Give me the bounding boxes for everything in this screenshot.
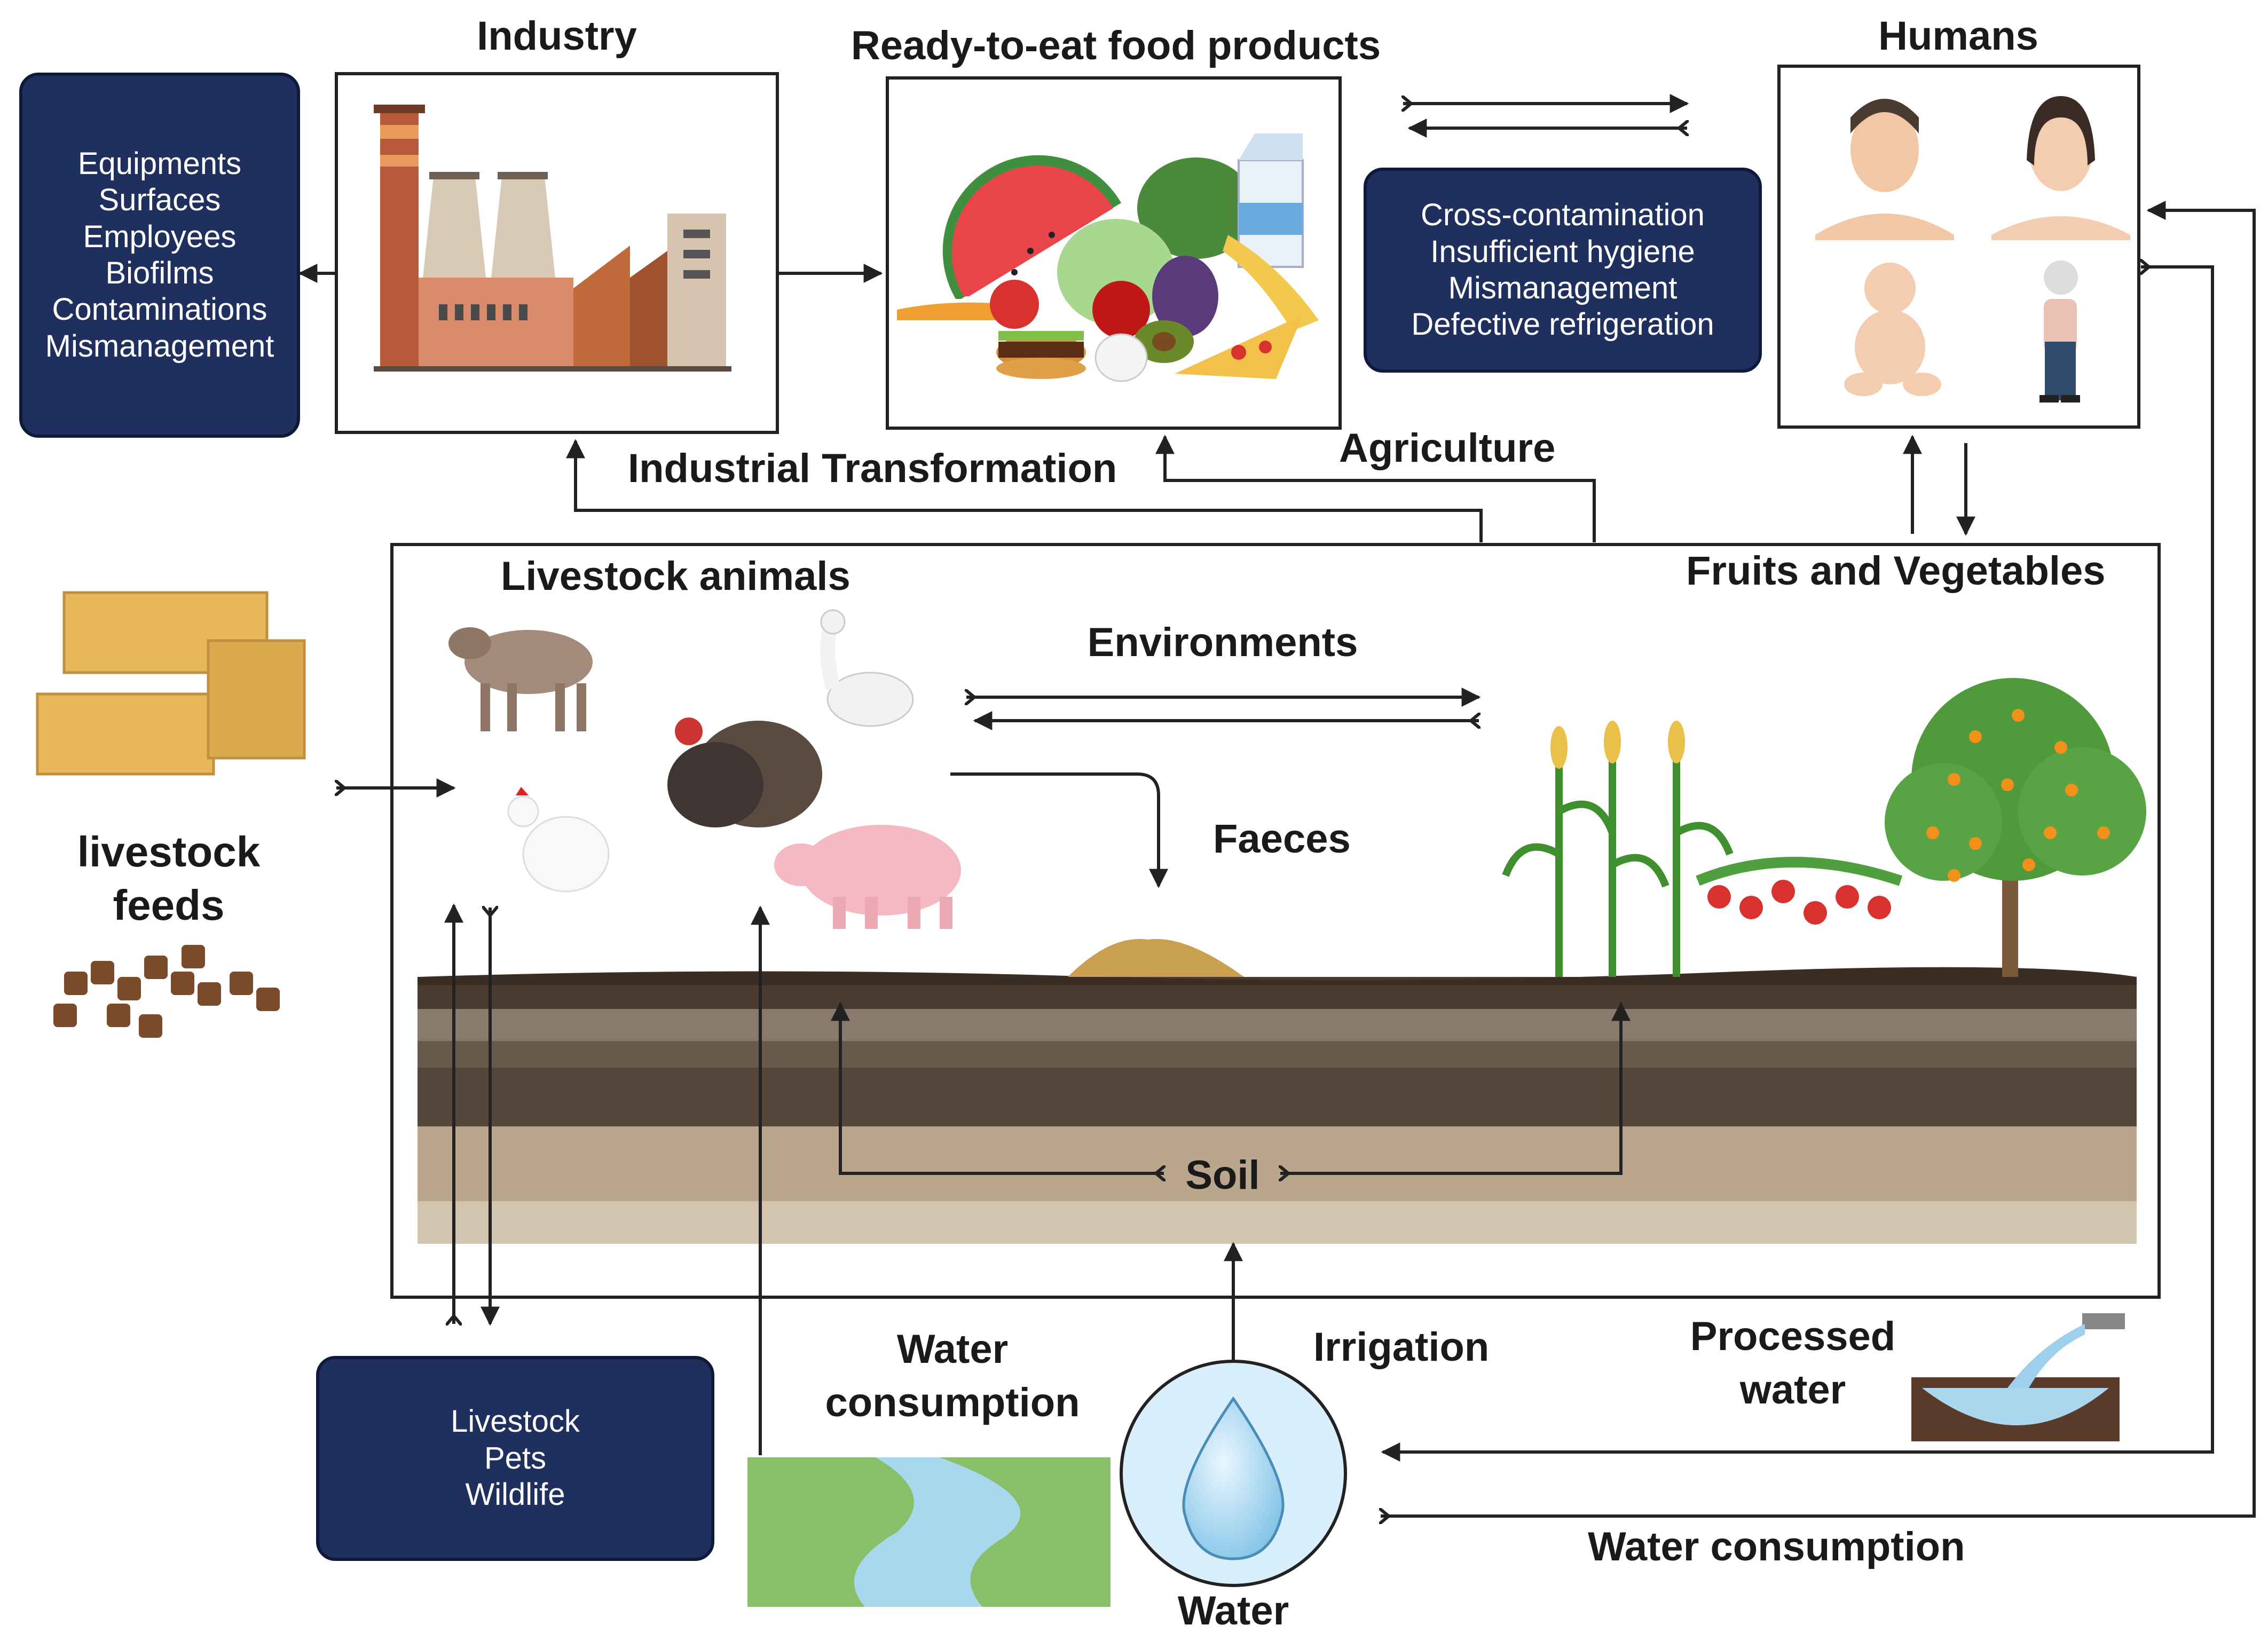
water-drop-illustration <box>1120 1360 1347 1587</box>
animal-group-item: Pets <box>484 1440 547 1476</box>
water-consumption-left-line2: consumption <box>825 1380 1080 1425</box>
ready-to-eat-label: Ready-to-eat food products <box>850 23 1381 68</box>
animal-group-item: Wildlife <box>465 1477 565 1512</box>
livestock-illustration <box>448 609 961 929</box>
industry-risk-item: Employees <box>83 219 237 254</box>
contamination-causes-box: Cross-contamination Insufficient hygiene… <box>1364 168 1762 373</box>
environments-label: Environments <box>1087 620 1358 665</box>
industry-risk-item: Equipments <box>77 146 242 181</box>
industry-risk-item: Biofilms <box>105 256 214 290</box>
contamination-cause-item: Mismanagement <box>1448 271 1678 305</box>
industrial-transformation-label: Industrial Transformation <box>628 446 1117 491</box>
industry-risk-item: Contaminations <box>52 292 267 327</box>
humans-label: Humans <box>1878 13 2038 59</box>
livestock-feeds-label-line1: livestock <box>77 828 261 875</box>
industry-risk-item: Surfaces <box>98 183 221 218</box>
agriculture-label: Agriculture <box>1339 425 1556 471</box>
industry-risk-item: Mismanagement <box>45 328 274 364</box>
soil-label: Soil <box>1185 1153 1260 1198</box>
animal-group-item: Livestock <box>451 1404 580 1439</box>
contamination-cause-item: Insufficient hygiene <box>1430 234 1695 269</box>
livestock-animals-label: Livestock animals <box>501 554 850 599</box>
food-illustration <box>897 133 1319 382</box>
water-label: Water <box>1177 1588 1289 1634</box>
fruits-vegetables-label: Fruits and Vegetables <box>1686 548 2106 594</box>
river-illustration <box>747 1457 1111 1607</box>
processed-water-line2: water <box>1739 1367 1846 1413</box>
faeces-pile <box>1068 938 1244 977</box>
feed-pellets-illustration <box>53 945 280 1038</box>
irrigation-label: Irrigation <box>1313 1324 1490 1370</box>
processed-water-illustration <box>1911 1313 2125 1441</box>
hay-bales-illustration <box>36 591 306 776</box>
industry-label: Industry <box>477 13 637 59</box>
factory-illustration <box>374 105 731 372</box>
faeces-label: Faeces <box>1213 816 1351 862</box>
water-consumption-bottom-label: Water consumption <box>1588 1524 1965 1569</box>
contamination-cause-item: Cross-contamination <box>1421 198 1705 233</box>
industry-risks-box: Equipments Surfaces Employees Biofilms C… <box>19 73 300 438</box>
livestock-feeds-label-line2: feeds <box>113 881 225 929</box>
processed-water-line1: Processed <box>1690 1314 1896 1359</box>
contamination-cause-item: Defective refrigeration <box>1411 307 1714 342</box>
water-consumption-left-line1: Water <box>896 1327 1009 1372</box>
animals-box: Livestock Pets Wildlife <box>316 1356 714 1561</box>
soil-layers <box>418 967 2137 1244</box>
